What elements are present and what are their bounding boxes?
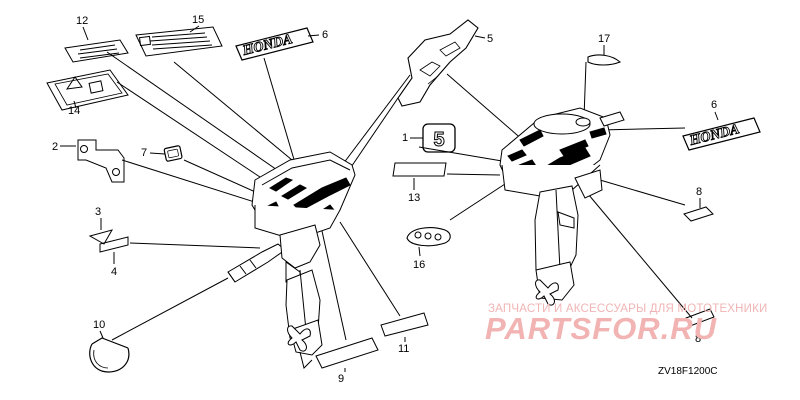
figure-code: ZV18F1200C bbox=[658, 366, 718, 377]
leader-3-4 bbox=[129, 242, 261, 249]
sticker-7 bbox=[163, 145, 183, 162]
leader-17 bbox=[449, 183, 506, 221]
watermark-tagline: ЗАПЧАСТИ И АКСЕССУАРЫ ДЛЯ МОТОТЕХНИКИ bbox=[488, 303, 768, 315]
callout-5: 5 bbox=[487, 33, 493, 45]
callout-ticks bbox=[60, 25, 719, 372]
sticker-17 bbox=[406, 227, 451, 247]
honda-decal-right-text: HONDA bbox=[687, 122, 741, 149]
callout-18: 17 bbox=[598, 33, 610, 45]
honda-decal-left-text: HONDA bbox=[240, 32, 294, 59]
sticker-4 bbox=[99, 236, 129, 253]
sticker-16 bbox=[135, 26, 223, 57]
leader-13 bbox=[106, 51, 281, 173]
callout-labels: 12 15 6 5 17 6 14 2 7 1 13 8 3 4 16 10 1… bbox=[52, 14, 717, 385]
leader-engine-top bbox=[344, 97, 399, 177]
sticker-5 bbox=[397, 19, 479, 107]
leader-6b bbox=[599, 127, 686, 131]
leader-5-left bbox=[339, 74, 411, 169]
sticker-12 bbox=[380, 312, 429, 337]
leader-10 bbox=[319, 221, 347, 341]
outboard-engine-left bbox=[227, 151, 356, 369]
callout-2: 2 bbox=[52, 141, 58, 153]
outboard-engine-right bbox=[499, 107, 625, 306]
honda-decal-left: HONDA bbox=[235, 27, 314, 61]
callout-7: 7 bbox=[141, 147, 147, 159]
leader-14 bbox=[446, 173, 501, 176]
callout-3: 3 bbox=[95, 206, 101, 218]
watermark-logo: PARTSFOR.RU bbox=[485, 311, 718, 346]
leader-15 bbox=[116, 81, 273, 186]
callout-4: 4 bbox=[111, 266, 117, 278]
callout-6a: 6 bbox=[322, 29, 328, 41]
callout-8: 8 bbox=[696, 186, 702, 198]
callout-17: 16 bbox=[413, 259, 425, 271]
callout-13: 12 bbox=[76, 15, 88, 27]
sticker-14 bbox=[392, 162, 447, 177]
sticker-3 bbox=[88, 229, 114, 245]
sticker-10 bbox=[315, 337, 379, 369]
leader-12 bbox=[339, 221, 401, 317]
leader-1 bbox=[418, 146, 509, 163]
leader-2 bbox=[121, 159, 265, 206]
callout-14: 13 bbox=[408, 192, 420, 204]
callout-16: 15 bbox=[192, 14, 204, 26]
sticker-2 bbox=[77, 139, 125, 183]
leader-16 bbox=[173, 61, 293, 161]
callout-9: 8 bbox=[695, 333, 701, 345]
leader-7 bbox=[183, 159, 263, 196]
sticker-18 bbox=[587, 54, 622, 66]
leader-9 bbox=[582, 187, 693, 319]
badge-1-text: 5 bbox=[433, 129, 444, 151]
callout-10: 9 bbox=[338, 373, 344, 385]
callout-6b: 6 bbox=[711, 99, 717, 111]
leader-18 bbox=[583, 61, 587, 119]
callout-1: 1 bbox=[402, 132, 408, 144]
badge-1: 5 bbox=[422, 123, 456, 153]
callout-11: 10 bbox=[93, 319, 105, 331]
leader-8 bbox=[599, 179, 686, 206]
sticker-11 bbox=[89, 337, 130, 373]
callout-12: 11 bbox=[398, 343, 409, 355]
sticker-8 bbox=[683, 206, 714, 222]
sticker-13 bbox=[64, 39, 129, 63]
leader-11 bbox=[111, 277, 229, 341]
sticker-9 bbox=[685, 308, 715, 327]
honda-decal-right: HONDA bbox=[682, 117, 761, 151]
callout-15: 14 bbox=[68, 105, 80, 117]
sticker-15 bbox=[46, 69, 129, 111]
